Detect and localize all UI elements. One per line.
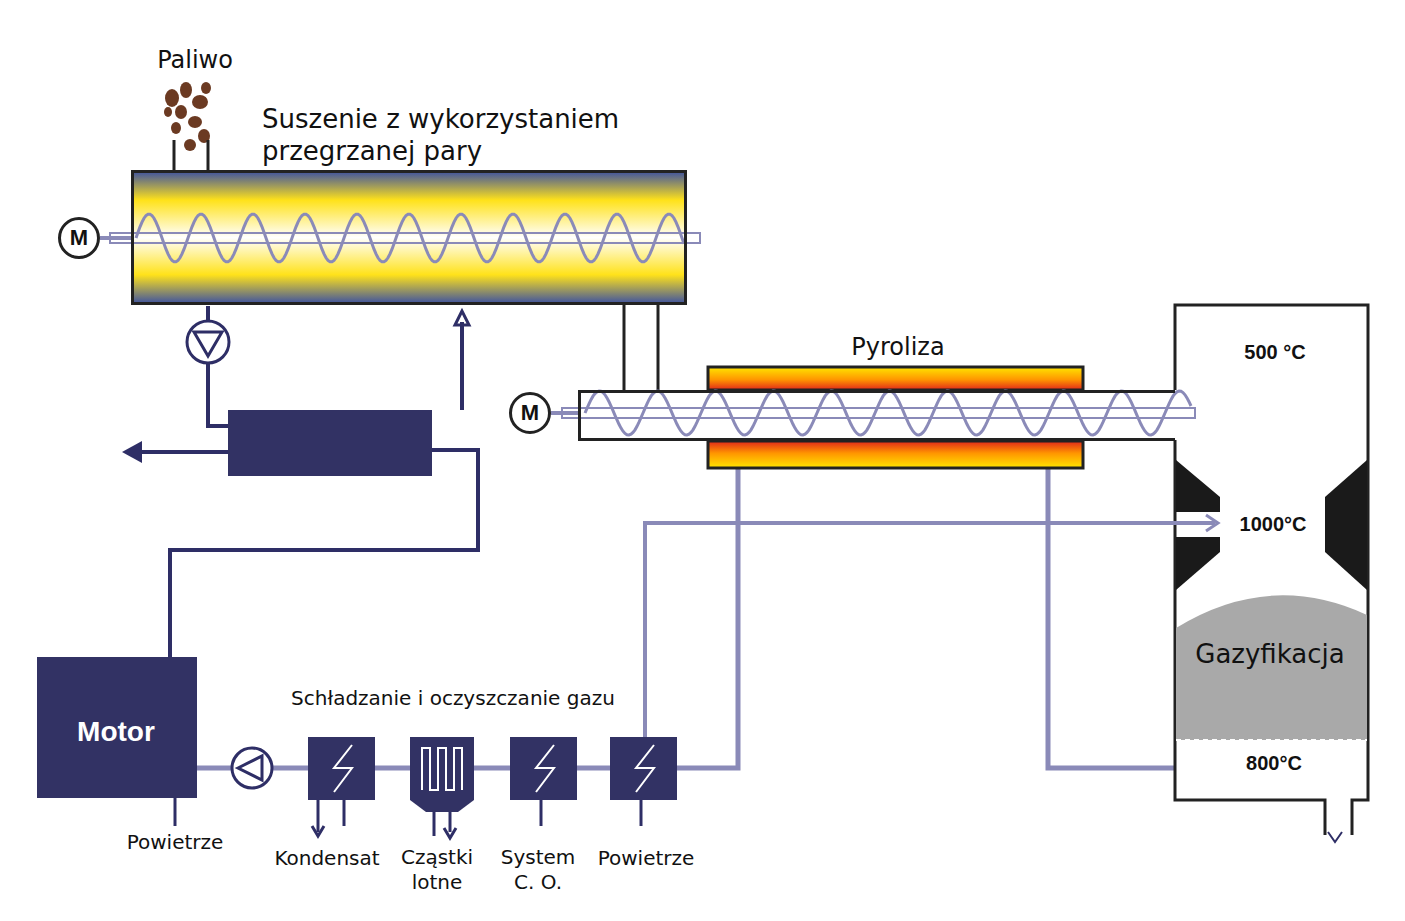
grate bbox=[1176, 739, 1367, 741]
feed-chute bbox=[641, 305, 642, 391]
pipe-stroke bbox=[197, 441, 738, 768]
gasifier-throat-left-low bbox=[1176, 537, 1220, 590]
char-bed bbox=[1176, 595, 1367, 740]
gasifier-throat-left bbox=[1176, 460, 1220, 512]
exhaust-arrowhead bbox=[122, 441, 142, 463]
dryer-screw bbox=[136, 214, 684, 262]
stream-label: Cząstki lotne bbox=[382, 845, 492, 895]
stream-label: Kondensat bbox=[274, 846, 379, 871]
air-arrowhead bbox=[1206, 515, 1218, 531]
section-heading: Schładzanie i oczyszczanie gazu bbox=[291, 686, 615, 711]
pipe-connector bbox=[551, 413, 578, 414]
motor-letter: M bbox=[521, 400, 539, 426]
node-text: 500 °C bbox=[1244, 340, 1305, 364]
stream-label: System C. O. bbox=[493, 845, 583, 895]
gasifier-throat-right bbox=[1325, 460, 1367, 590]
drive-motor-symbol: M bbox=[509, 392, 551, 434]
pipe-stroke bbox=[1048, 441, 1175, 768]
pipe-stroke bbox=[100, 236, 131, 240]
pipe-stroke bbox=[626, 305, 657, 391]
stream-label: Powietrze bbox=[598, 846, 695, 871]
circulation-pump bbox=[187, 321, 229, 363]
dryer-shaft bbox=[110, 233, 700, 243]
stream-label: Powietrze bbox=[127, 830, 224, 855]
pipe-connector bbox=[197, 441, 738, 768]
dryer-fill bbox=[132, 171, 686, 304]
pyrolysis-screw bbox=[585, 391, 1191, 435]
drive-motor-symbol: M bbox=[58, 217, 100, 259]
air-preheater bbox=[610, 737, 677, 800]
node-heading: Pyroliza bbox=[851, 333, 944, 362]
gas-cooler bbox=[308, 737, 375, 800]
gas-cleaning-outlets bbox=[175, 798, 641, 838]
pyrolysis-shaft bbox=[562, 408, 1195, 418]
air-line bbox=[645, 523, 1215, 737]
heating-jacket-top bbox=[708, 367, 1083, 390]
pipe-connector bbox=[1048, 441, 1175, 768]
heat-recovery-exchanger bbox=[510, 737, 577, 800]
steam-arrowhead bbox=[455, 311, 469, 325]
node-text: 800°C bbox=[1246, 751, 1302, 775]
gasifier-vessel: 500 °C 1000°C Gazyfikacja 800°C bbox=[1175, 305, 1368, 800]
node-text: Gazyfikacja bbox=[1195, 639, 1344, 670]
pipe-stroke bbox=[551, 411, 578, 415]
pipe-stroke bbox=[623, 305, 660, 391]
fuel-hopper bbox=[174, 140, 208, 171]
pipe-connector bbox=[100, 238, 131, 239]
pyrolysis-tube: Pyroliza bbox=[578, 390, 1175, 441]
gasifier-housing bbox=[1175, 305, 1368, 835]
ash-outlet-arrow bbox=[1328, 832, 1342, 842]
node-text: Motor bbox=[77, 715, 155, 749]
particle-filter bbox=[410, 737, 474, 812]
steam-loop bbox=[132, 306, 478, 657]
suction-pump bbox=[232, 748, 272, 788]
node-text: 1000°C bbox=[1240, 512, 1307, 536]
input-label: Paliwo bbox=[157, 48, 233, 73]
engine-block: Motor bbox=[37, 657, 197, 798]
fuel-pellets bbox=[164, 82, 211, 151]
motor-letter: M bbox=[70, 225, 88, 251]
heating-jacket-bottom bbox=[708, 441, 1083, 468]
dryer-drum: Suszenie z wykorzystaniem przegrzanej pa… bbox=[131, 170, 687, 305]
node-heading: Suszenie z wykorzystaniem przegrzanej pa… bbox=[262, 103, 692, 167]
heat-exchanger bbox=[228, 410, 432, 476]
